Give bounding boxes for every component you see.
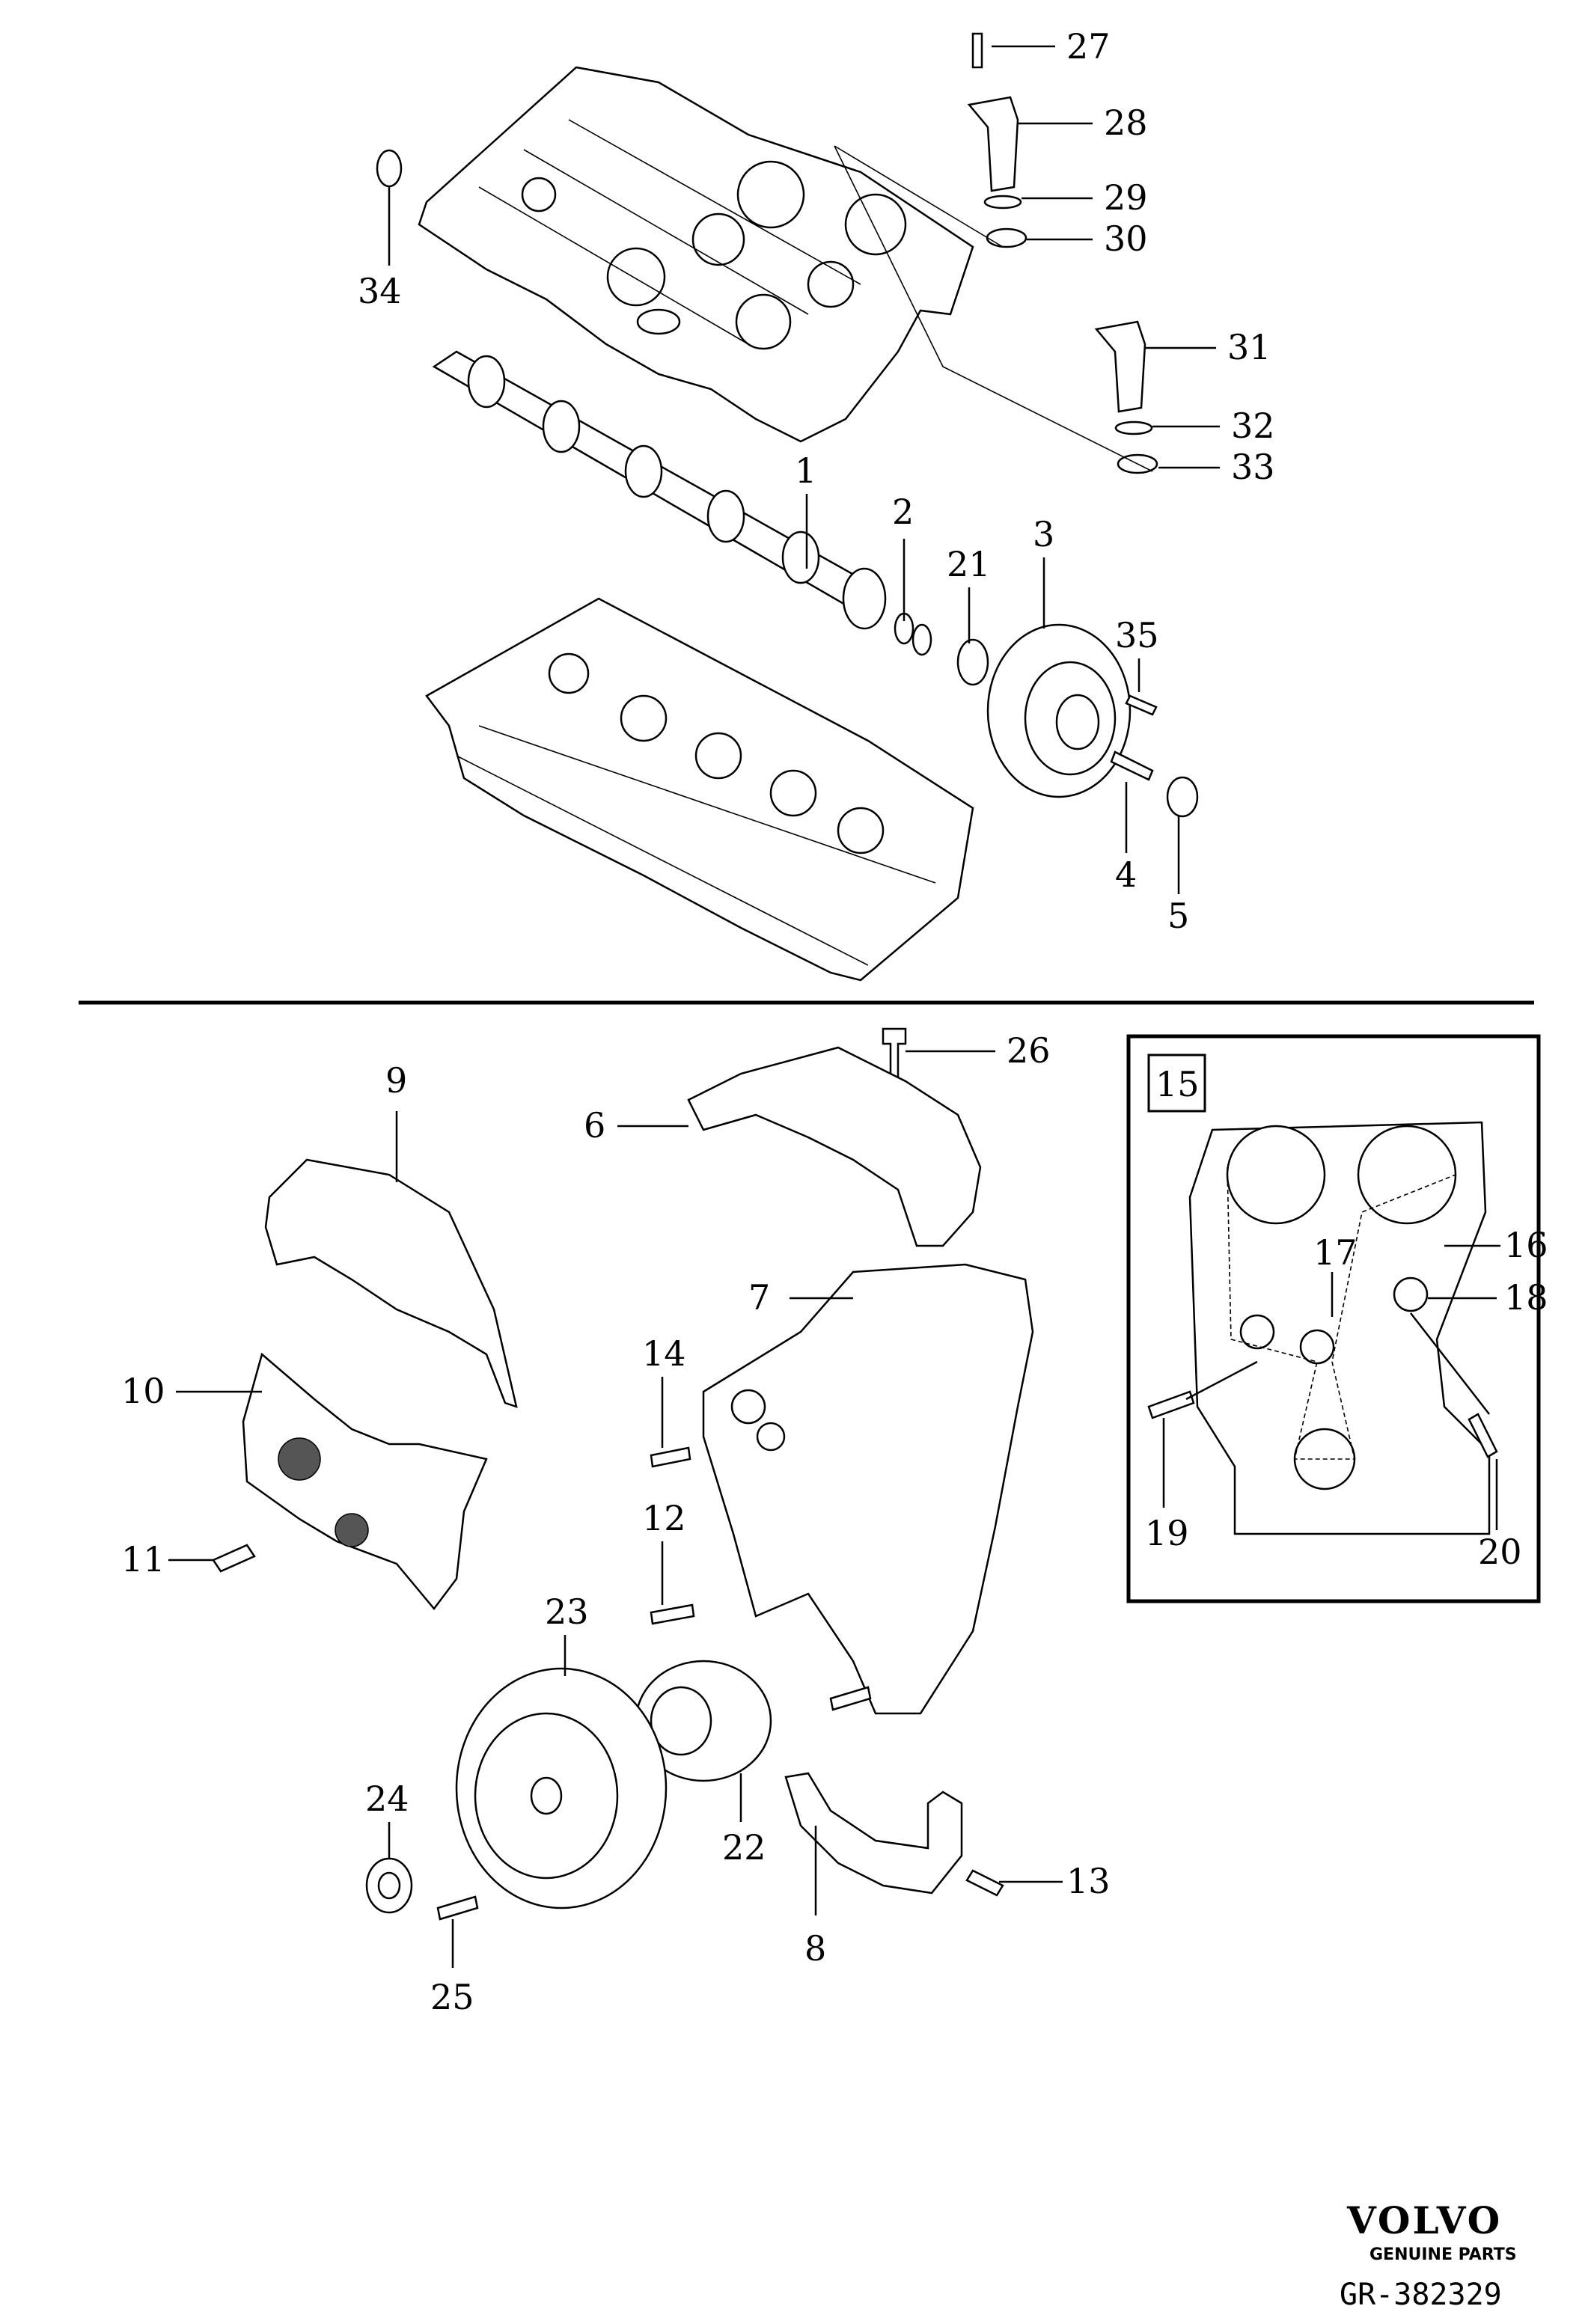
callout-20: 20 (1478, 1532, 1522, 1572)
solenoid-28 (967, 96, 1019, 192)
center-bolt (365, 1857, 413, 1914)
inset-timing-belt-box (1126, 1034, 1541, 1603)
timing-cover-9 (264, 1158, 518, 1408)
upper-timing-cover (687, 1046, 982, 1247)
bolt-25 (436, 1895, 479, 1921)
callout-33: 33 (1231, 447, 1275, 487)
o-ring-29 (983, 195, 1022, 210)
callout-22: 22 (722, 1827, 766, 1868)
callout-24: 24 (365, 1779, 409, 1819)
callout-28: 28 (1104, 103, 1148, 143)
callout-21: 21 (947, 544, 991, 584)
callout-14: 14 (642, 1333, 686, 1374)
callout-26: 26 (1007, 1030, 1051, 1071)
callout-6: 6 (584, 1105, 605, 1146)
camshaft-pulley (986, 623, 1132, 798)
callout-18: 18 (1504, 1277, 1548, 1318)
callout-23: 23 (545, 1591, 589, 1632)
bolt-14 (650, 1446, 691, 1468)
callout-3: 3 (1033, 514, 1054, 554)
seal-21 (956, 638, 989, 686)
volvo-logo-text: VOLVO (1346, 2198, 1502, 2242)
circlip (894, 612, 932, 656)
bolt-11 (212, 1544, 256, 1573)
callout-34: 34 (358, 271, 402, 311)
bolt-13 (965, 1869, 1004, 1897)
seal-30 (986, 227, 1027, 248)
callout-10: 10 (121, 1371, 165, 1411)
callout-numbers: 27 28 29 30 34 31 32 33 1 2 21 3 35 4 5 … (121, 26, 1548, 2017)
inner-timing-cover (702, 1263, 1034, 1715)
bolt-12 (650, 1603, 695, 1625)
callout-17: 17 (1313, 1232, 1358, 1273)
callout-5: 5 (1167, 896, 1189, 936)
callout-2: 2 (892, 492, 914, 532)
o-ring-32 (1114, 421, 1153, 435)
plug-5 (1166, 776, 1199, 818)
leader-lines-upper (388, 45, 1220, 894)
valve-cover (418, 66, 974, 443)
crankshaft-pulley (455, 1667, 668, 1909)
seal-ring-34 (376, 149, 403, 188)
callout-7: 7 (748, 1277, 770, 1318)
callout-27: 27 (1066, 26, 1111, 67)
branding: VOLVO GENUINE PARTS GR-382329 (1340, 2198, 1517, 2312)
solenoid-31 (1094, 320, 1146, 413)
bolt-27 (971, 32, 983, 69)
callout-29: 29 (1104, 177, 1148, 218)
callout-8: 8 (804, 1928, 826, 1969)
screw-35 (1125, 694, 1158, 716)
callout-35: 35 (1115, 615, 1159, 655)
diagram-reference: GR-382329 (1340, 2278, 1502, 2312)
cover-hole-b (756, 1422, 786, 1452)
callout-1: 1 (795, 450, 816, 491)
callout-11: 11 (121, 1539, 165, 1580)
callout-31: 31 (1227, 327, 1271, 367)
callout-15: 15 (1155, 1064, 1200, 1104)
callout-13: 13 (1066, 1861, 1111, 1901)
cover-hole-a (730, 1389, 766, 1425)
callout-16: 16 (1504, 1225, 1548, 1265)
camshaft (432, 350, 887, 630)
callout-19: 19 (1145, 1513, 1189, 1553)
timing-cover-10 (242, 1352, 488, 1611)
mesh-10b (335, 1513, 369, 1547)
mesh-10a (278, 1437, 321, 1481)
leader-lines-lower (168, 1050, 1063, 1968)
cylinder-head (425, 597, 974, 982)
callout-12: 12 (642, 1498, 686, 1538)
callout-25: 25 (430, 1977, 474, 2017)
callout-30: 30 (1104, 218, 1148, 259)
callout-4: 4 (1115, 854, 1137, 895)
bolt-cover (829, 1686, 872, 1711)
crankshaft-sprocket (635, 1660, 772, 1782)
callout-32: 32 (1231, 406, 1275, 446)
bolt-4 (1110, 750, 1154, 781)
lower-timing-cover (784, 1772, 963, 1895)
genuine-parts-label: GENUINE PARTS (1369, 2245, 1517, 2264)
callout-9: 9 (385, 1060, 407, 1101)
